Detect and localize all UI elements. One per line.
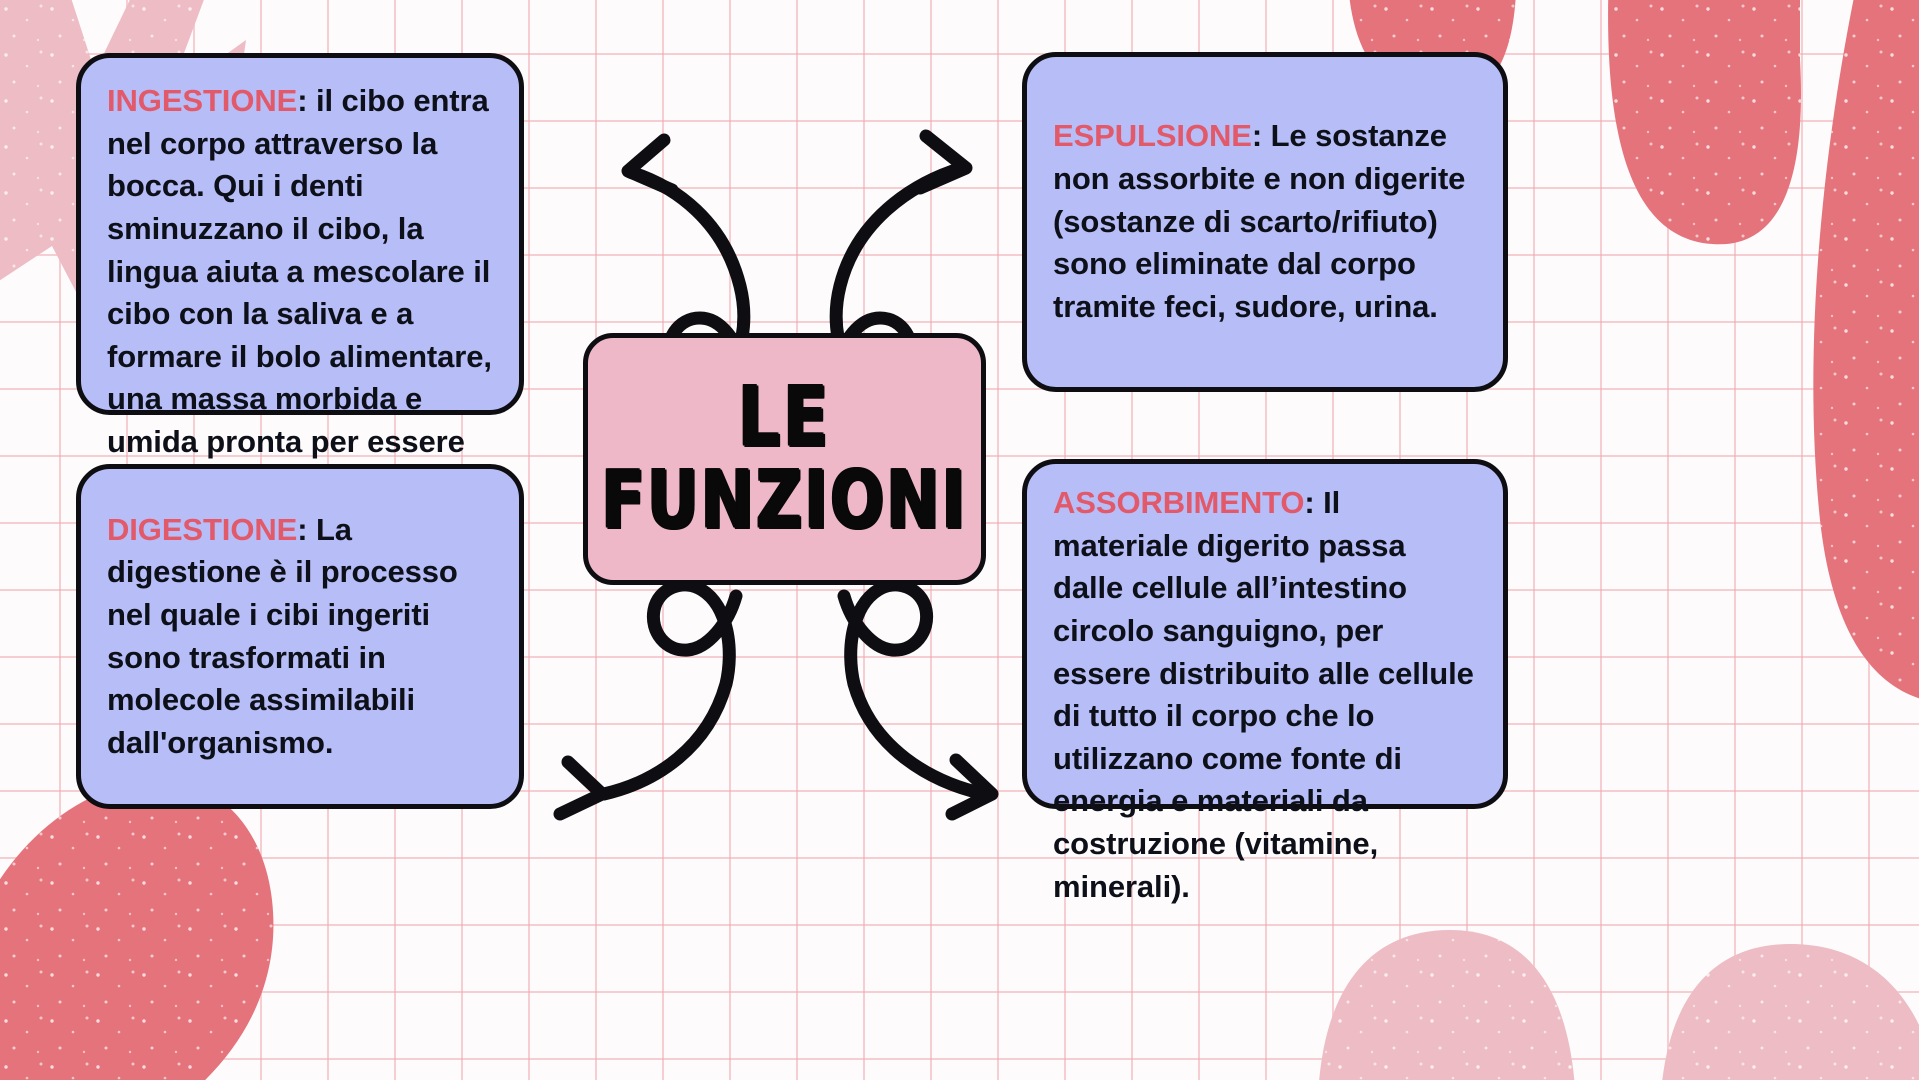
- card-keyword: DIGESTIONE: [107, 511, 298, 547]
- card-body: Le sostanze non assorbite e non digerite…: [1053, 118, 1466, 324]
- node-card-assorbimento[interactable]: ASSORBIMENTO: Il materiale digerito pass…: [1022, 459, 1508, 904]
- node-card-digestione[interactable]: DIGESTIONE: La digestione è il processo …: [76, 464, 524, 809]
- center-node-title-line1: LE: [737, 368, 832, 466]
- card-separator: :: [1304, 485, 1324, 520]
- card-separator: :: [1251, 118, 1271, 154]
- card-text: ESPULSIONE: Le sostanze non assorbite e …: [1053, 115, 1479, 328]
- card-body: La digestione è il processo nel quale i …: [107, 511, 458, 760]
- card-separator: :: [297, 511, 316, 547]
- card-body: Il materiale digerito passa dalle cellul…: [1053, 485, 1474, 904]
- card-text: ASSORBIMENTO: Il materiale digerito pass…: [1053, 482, 1479, 908]
- card-separator: :: [297, 83, 316, 118]
- card-keyword: ASSORBIMENTO: [1053, 485, 1305, 520]
- card-text: DIGESTIONE: La digestione è il processo …: [107, 509, 495, 765]
- card-body: il cibo entra nel corpo attraverso la bo…: [107, 83, 492, 502]
- card-keyword: INGESTIONE: [107, 83, 298, 118]
- node-card-espulsione[interactable]: ESPULSIONE: Le sostanze non assorbite e …: [1022, 52, 1508, 392]
- card-keyword: ESPULSIONE: [1053, 118, 1252, 154]
- center-node[interactable]: LE FUNZIONI: [583, 333, 986, 585]
- node-card-ingestione[interactable]: INGESTIONE: il cibo entra nel corpo attr…: [76, 53, 524, 502]
- card-text: INGESTIONE: il cibo entra nel corpo attr…: [107, 80, 495, 506]
- center-node-title-line2: FUNZIONI: [601, 454, 968, 548]
